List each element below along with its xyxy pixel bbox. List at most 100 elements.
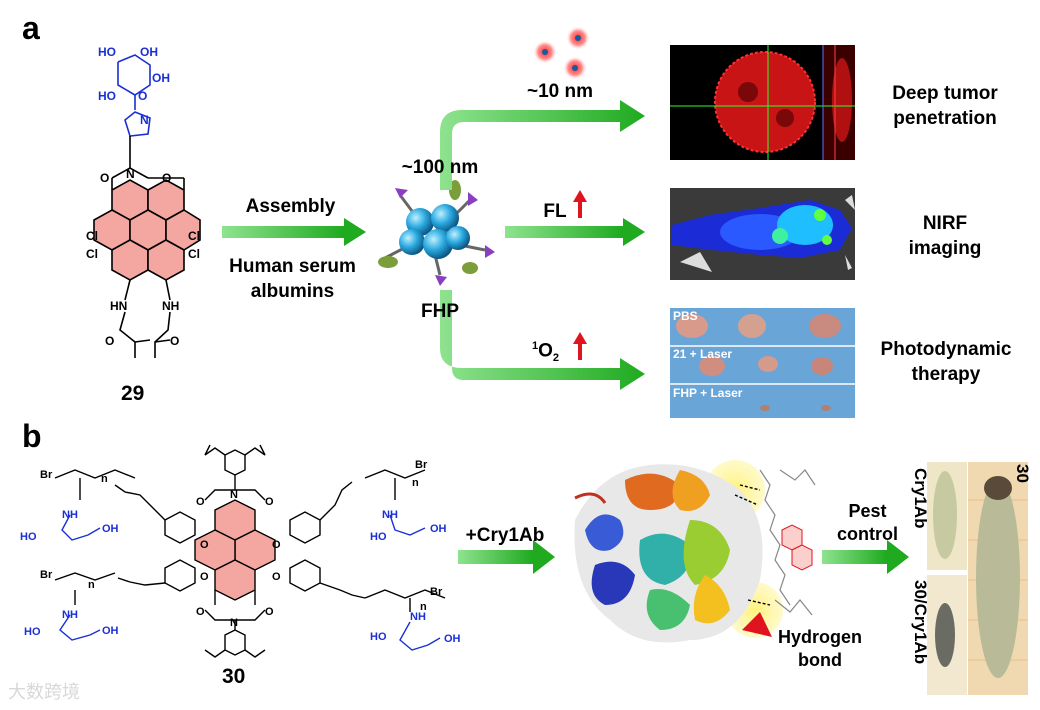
protein-structure [574, 460, 816, 643]
watermark: 大数跨境 [8, 682, 80, 703]
svg-text:HO: HO [24, 626, 41, 638]
svg-text:HO: HO [98, 89, 116, 103]
svg-text:HN: HN [110, 299, 127, 313]
singlet-oxygen-sup: 1 [532, 340, 539, 352]
fhp-nanoparticle [378, 180, 495, 286]
svg-text:n: n [88, 579, 95, 591]
svg-text:O: O [196, 606, 205, 618]
svg-text:N: N [126, 167, 135, 181]
svg-text:Cl: Cl [86, 247, 98, 261]
svg-text:Br: Br [40, 469, 53, 481]
sugar-moiety [117, 54, 151, 110]
outcome-deep-tumor: Deep tumor penetration [870, 82, 1020, 131]
svg-text:OH: OH [444, 633, 461, 645]
outcome-pdt-line1: Photodynamic [880, 339, 1012, 360]
svg-text:n: n [101, 473, 108, 485]
singlet-oxygen-sub: 2 [552, 352, 560, 365]
singlet-oxygen-o: O [538, 340, 553, 362]
svg-text:N: N [230, 617, 238, 629]
svg-text:HO: HO [370, 531, 387, 543]
pest-control-line1: Pest [848, 501, 887, 521]
small-size-label: ~10 nm [526, 81, 593, 102]
svg-text:O: O [272, 539, 281, 551]
svg-text:NH: NH [382, 509, 398, 521]
svg-text:n: n [420, 601, 427, 613]
tumor-row-fhp: FHP + Laser [673, 386, 743, 400]
pest-control-label: Pest control [825, 500, 910, 547]
singlet-oxygen-label: 1O2 [532, 340, 559, 364]
confocal-image [670, 45, 855, 160]
svg-text:OH: OH [430, 523, 447, 535]
svg-text:OH: OH [152, 71, 170, 85]
nirf-image [670, 188, 855, 280]
outcome-pdt-line2: therapy [911, 363, 981, 385]
svg-text:NH: NH [62, 609, 78, 621]
panel-a-label: a [22, 10, 40, 46]
svg-text:Cl: Cl [86, 229, 98, 243]
tumor-row-21: 21 + Laser [673, 347, 733, 361]
svg-text:OH: OH [140, 45, 158, 59]
outcome-pdt: Photodynamic therapy [862, 338, 1030, 387]
svg-text:NH: NH [62, 509, 78, 521]
svg-text:O: O [200, 539, 209, 551]
outcome-deep-tumor-line1: Deep tumor [892, 83, 998, 104]
np-size-label: ~100 nm [401, 157, 479, 178]
svg-text:OH: OH [102, 523, 119, 535]
molecule-30 [54, 444, 446, 658]
svg-text:O: O [162, 171, 171, 185]
hsa-label-line1: Human serum [229, 256, 356, 277]
fl-label: FL [543, 201, 567, 222]
fhp-label: FHP [421, 301, 459, 322]
svg-text:HO: HO [98, 45, 116, 59]
larvae-photos [927, 462, 1028, 695]
svg-text:Br: Br [415, 459, 428, 471]
assembly-label: Assembly [245, 196, 336, 217]
svg-text:O: O [170, 334, 179, 348]
svg-text:Br: Br [430, 586, 443, 598]
svg-text:O: O [200, 571, 209, 583]
outcome-nirf-line2: imaging [908, 237, 982, 259]
bound-pdi [781, 524, 813, 571]
hydrogen-bond-label: Hydrogen bond [765, 626, 875, 673]
outcome-nirf: NIRF imaging [870, 212, 1020, 261]
larva-label-30-cry1ab: 30/Cry1Ab [911, 580, 930, 665]
outcome-nirf-line1: NIRF [922, 213, 968, 234]
svg-text:O: O [138, 89, 147, 103]
pdi-core [194, 499, 276, 601]
molecule-29-labels: HO OH OH HO O N N O O Cl Cl Cl Cl HN NH … [86, 45, 200, 348]
molecule-29 [93, 54, 201, 358]
svg-text:O: O [272, 571, 281, 583]
svg-text:OH: OH [102, 625, 119, 637]
larva-label-cry1ab: Cry1Ab [911, 468, 930, 529]
bound-polymer [759, 469, 816, 616]
svg-text:n: n [412, 477, 419, 489]
larva-label-30: 30 [1013, 464, 1032, 483]
svg-text:N: N [230, 489, 238, 501]
tumor-row-pbs: PBS [673, 309, 698, 323]
cry1ab-arrow [458, 540, 555, 574]
hsa-label-line2: albumins [250, 280, 335, 302]
compound-29-number: 29 [121, 382, 145, 405]
svg-text:N: N [140, 113, 149, 127]
hsa-label: Human serum albumins [210, 255, 375, 304]
panel-b-label: b [22, 418, 42, 454]
svg-text:O: O [196, 496, 205, 508]
small-particles [533, 26, 590, 80]
svg-text:NH: NH [410, 611, 426, 623]
svg-text:O: O [265, 496, 274, 508]
tumor-photo [670, 308, 855, 418]
svg-text:Cl: Cl [188, 229, 200, 243]
svg-text:Cl: Cl [188, 247, 200, 261]
pest-control-line2: control [837, 524, 898, 545]
svg-text:Br: Br [40, 569, 53, 581]
perylene-core [93, 179, 201, 281]
svg-text:HO: HO [20, 531, 37, 543]
svg-text:O: O [105, 334, 114, 348]
molecule-30-blue [59, 514, 441, 651]
molecule-30-atom-labels: Br Br Br Br n n n n N N O O O O O O O O … [20, 459, 461, 645]
hydrogen-bond-line1: Hydrogen [777, 627, 862, 647]
svg-text:HO: HO [370, 631, 387, 643]
pest-control-arrow [822, 540, 909, 574]
svg-text:O: O [265, 606, 274, 618]
